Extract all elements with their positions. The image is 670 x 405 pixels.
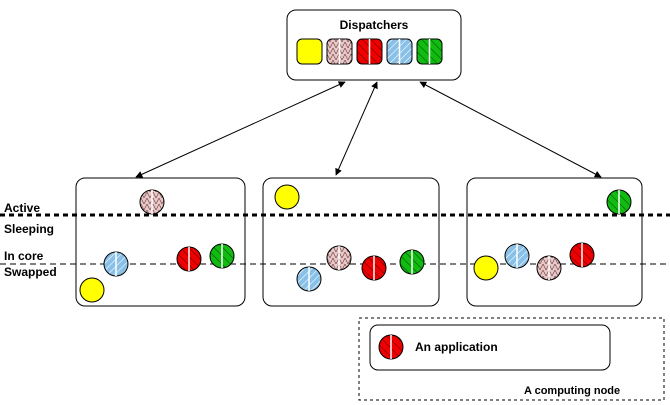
app-node1-blue	[103, 251, 129, 277]
app-node2-yellow	[274, 184, 300, 210]
label-sleeping: Sleeping	[4, 222, 54, 236]
computing-node-3	[466, 177, 643, 307]
dispatcher-blue	[386, 38, 413, 65]
dispatcher-green	[416, 38, 443, 65]
app-node1-yellow	[79, 277, 105, 303]
app-node3-green	[606, 189, 632, 215]
dispatcher-pink	[326, 38, 353, 65]
legend-application-icon	[378, 334, 404, 360]
app-node1-red	[176, 246, 202, 272]
label-active: Active	[4, 201, 40, 215]
app-node1-green	[209, 243, 235, 269]
dispatchers-box: Dispatchers	[286, 9, 462, 81]
legend-application-box	[369, 324, 611, 371]
legend-computing-node-label: A computing node	[524, 385, 620, 397]
app-node3-red	[569, 242, 595, 268]
arrow-to-node-3	[419, 81, 602, 178]
app-node1-pink	[139, 189, 165, 215]
app-node2-green	[399, 249, 425, 275]
app-node2-pink	[326, 245, 352, 271]
legend: An application A computing node	[358, 317, 665, 401]
app-node3-pink	[536, 255, 562, 281]
label-in-core: In core	[4, 249, 44, 263]
app-node3-blue	[504, 243, 530, 269]
arrow-to-node-2	[335, 81, 378, 176]
app-node2-blue	[296, 266, 322, 292]
dispatchers-title: Dispatchers	[340, 18, 409, 32]
legend-computing-node-frame	[358, 317, 665, 401]
legend-application-label: An application	[415, 340, 498, 354]
dispatcher-yellow	[296, 38, 323, 65]
app-node2-red	[361, 255, 387, 281]
label-swapped: Swapped	[4, 265, 57, 279]
dispatcher-red	[356, 38, 383, 65]
arrow-to-node-1	[135, 81, 346, 178]
app-node3-yellow	[473, 255, 499, 281]
